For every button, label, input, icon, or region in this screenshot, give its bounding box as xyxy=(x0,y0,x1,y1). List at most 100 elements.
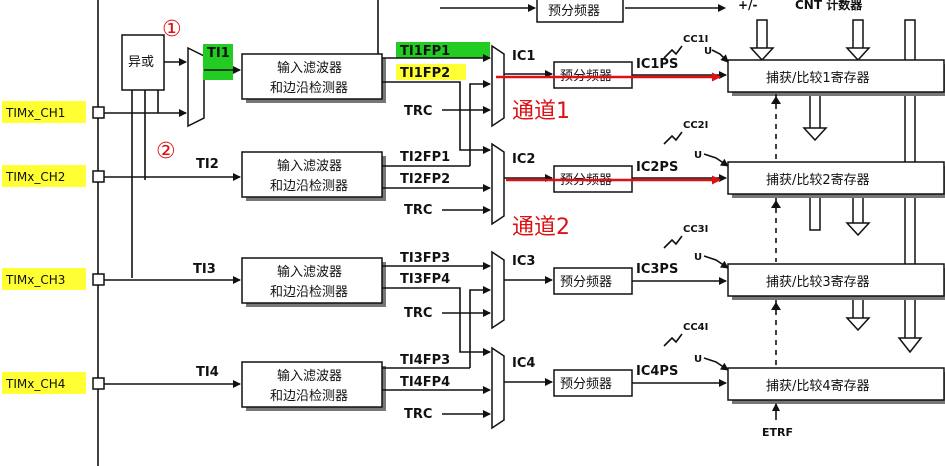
ic2-mux xyxy=(491,142,505,226)
ic3ps-label: IC3PS xyxy=(636,262,678,277)
top-prescaler-label: 预分频器 xyxy=(548,4,600,19)
input-select-mux xyxy=(187,46,205,128)
trc-2: TRC xyxy=(404,203,432,218)
xor-label: 异或 xyxy=(128,55,154,70)
fp34-to-mux4 xyxy=(382,287,491,356)
pin-label-ch1: TIMx_CH1 xyxy=(5,106,65,120)
u-arrow-1 xyxy=(711,49,729,63)
svg-text:预分频器: 预分频器 xyxy=(560,377,612,392)
pin-label-ch2: TIMx_CH2 xyxy=(5,170,65,184)
cc2i-label: CC2I xyxy=(683,120,708,131)
ic4-label: IC4 xyxy=(512,356,535,371)
fp-ch1-b: TI1FP2 xyxy=(400,66,450,81)
top-prescaler-box xyxy=(536,0,624,23)
ic1-label: IC1 xyxy=(512,49,535,64)
fp21-to-mux1 xyxy=(469,80,491,166)
svg-text:预分频器: 预分频器 xyxy=(560,275,612,290)
ti1-label: TI1 xyxy=(207,46,230,61)
u-label-4: U xyxy=(694,354,702,365)
top-pm-label: +/- xyxy=(738,0,757,12)
svg-text:捕获/比较2寄存器: 捕获/比较2寄存器 xyxy=(766,172,870,188)
u-arrow-2 xyxy=(703,153,729,167)
input-pin-ch1[interactable]: TIMx_CH1 xyxy=(2,101,158,123)
u-label-2: U xyxy=(694,150,702,161)
cc1i-label: CC1I xyxy=(683,34,708,45)
svg-text:输入滤波器: 输入滤波器 xyxy=(277,60,342,76)
top-cnt-label: CNT 计数器 xyxy=(795,0,863,12)
u-arrow-4 xyxy=(703,357,729,371)
cc3i-flag-icon xyxy=(663,235,683,249)
prescaler-box-3: 预分频器 xyxy=(553,267,633,295)
prescaler-box-1: 预分频器 xyxy=(553,61,633,89)
capture-compare-register-2: 捕获/比较2寄存器 xyxy=(727,161,945,198)
input-pin-ch4[interactable]: TIMx_CH4 xyxy=(2,372,241,394)
fp-ch3-a: TI3FP3 xyxy=(400,251,450,266)
svg-text:和边沿检测器: 和边沿检测器 xyxy=(270,81,348,96)
u-label-1: U xyxy=(704,46,712,57)
capture-compare-register-1: 捕获/比较1寄存器 xyxy=(727,59,945,96)
trc-3: TRC xyxy=(404,306,432,321)
fp-ch2-b: TI2FP2 xyxy=(400,172,450,187)
input-pin-ch3[interactable]: TIMx_CH3 xyxy=(2,268,241,290)
ti2-label: TI2 xyxy=(196,157,219,172)
capture-compare-register-4: 捕获/比较4寄存器 xyxy=(727,367,945,404)
fp-ch2-a: TI2FP1 xyxy=(400,150,450,165)
ti1-highlight xyxy=(203,44,233,80)
u-arrow-3 xyxy=(703,255,729,269)
ic1ps-label: IC1PS xyxy=(636,57,678,72)
etrf-up-arrow-3 xyxy=(771,302,781,310)
svg-text:和边沿检测器: 和边沿检测器 xyxy=(270,389,348,404)
ic2ps-label: IC2PS xyxy=(636,160,678,175)
trc-1: TRC xyxy=(404,104,432,119)
xor-box xyxy=(121,34,165,91)
svg-text:输入滤波器: 输入滤波器 xyxy=(277,368,342,384)
cc3i-label: CC3I xyxy=(683,224,708,235)
ic3-mux xyxy=(491,250,505,330)
ti1fp2-highlight xyxy=(396,64,466,80)
etrf-up-arrow-1 xyxy=(771,96,781,104)
filter-box-3: 输入滤波器 和边沿检测器 xyxy=(241,257,386,307)
fp12-to-mux2 xyxy=(382,81,491,154)
svg-text:捕获/比较3寄存器: 捕获/比较3寄存器 xyxy=(766,274,870,290)
channel1-note: 通道1 xyxy=(512,99,570,124)
ti1fp1-highlight xyxy=(396,42,490,58)
svg-text:和边沿检测器: 和边沿检测器 xyxy=(270,285,348,300)
fp-ch4-b: TI4FP4 xyxy=(400,375,450,390)
svg-text:和边沿检测器: 和边沿检测器 xyxy=(270,179,348,194)
ic3-label: IC3 xyxy=(512,254,535,269)
channel2-note: 通道2 xyxy=(512,215,570,240)
fp-ch1-a: TI1FP1 xyxy=(400,44,450,59)
cc2i-flag-icon xyxy=(663,131,683,145)
filter-box-2: 输入滤波器 和边沿检测器 xyxy=(241,151,386,201)
cc1i-flag-icon xyxy=(663,45,683,59)
marker-1: ① xyxy=(162,17,182,42)
capture-compare-register-3: 捕获/比较3寄存器 xyxy=(727,263,945,300)
svg-text:输入滤波器: 输入滤波器 xyxy=(277,158,342,174)
cc4i-flag-icon xyxy=(663,333,683,347)
input-pin-ch2[interactable]: TIMx_CH2 xyxy=(2,165,241,187)
filter-box-4: 输入滤波器 和边沿检测器 xyxy=(241,361,386,411)
cc4i-label: CC4I xyxy=(683,322,708,333)
ic4-mux xyxy=(491,346,505,430)
etrf-up-arrow-2 xyxy=(771,200,781,208)
prescaler-box-4: 预分频器 xyxy=(553,369,633,397)
svg-text:捕获/比较1寄存器: 捕获/比较1寄存器 xyxy=(766,70,870,86)
fp43-to-mux3 xyxy=(469,286,491,368)
ic4ps-label: IC4PS xyxy=(636,364,678,379)
pin-label-ch3: TIMx_CH3 xyxy=(5,273,65,287)
trc-4: TRC xyxy=(404,407,432,422)
etrf-label: ETRF xyxy=(762,426,793,439)
u-label-3: U xyxy=(694,252,702,263)
fp-ch3-b: TI3FP4 xyxy=(400,272,450,287)
svg-text:捕获/比较4寄存器: 捕获/比较4寄存器 xyxy=(766,378,870,394)
ti4-label: TI4 xyxy=(196,365,219,380)
marker-2: ② xyxy=(156,139,176,164)
pin-label-ch4: TIMx_CH4 xyxy=(5,377,65,391)
ic2-label: IC2 xyxy=(512,152,535,167)
fp-ch4-a: TI4FP3 xyxy=(400,353,450,368)
filter-box-1: 输入滤波器 和边沿检测器 xyxy=(241,53,386,103)
ti3-label: TI3 xyxy=(193,262,216,277)
svg-text:输入滤波器: 输入滤波器 xyxy=(277,264,342,280)
ic1-mux xyxy=(491,44,505,128)
